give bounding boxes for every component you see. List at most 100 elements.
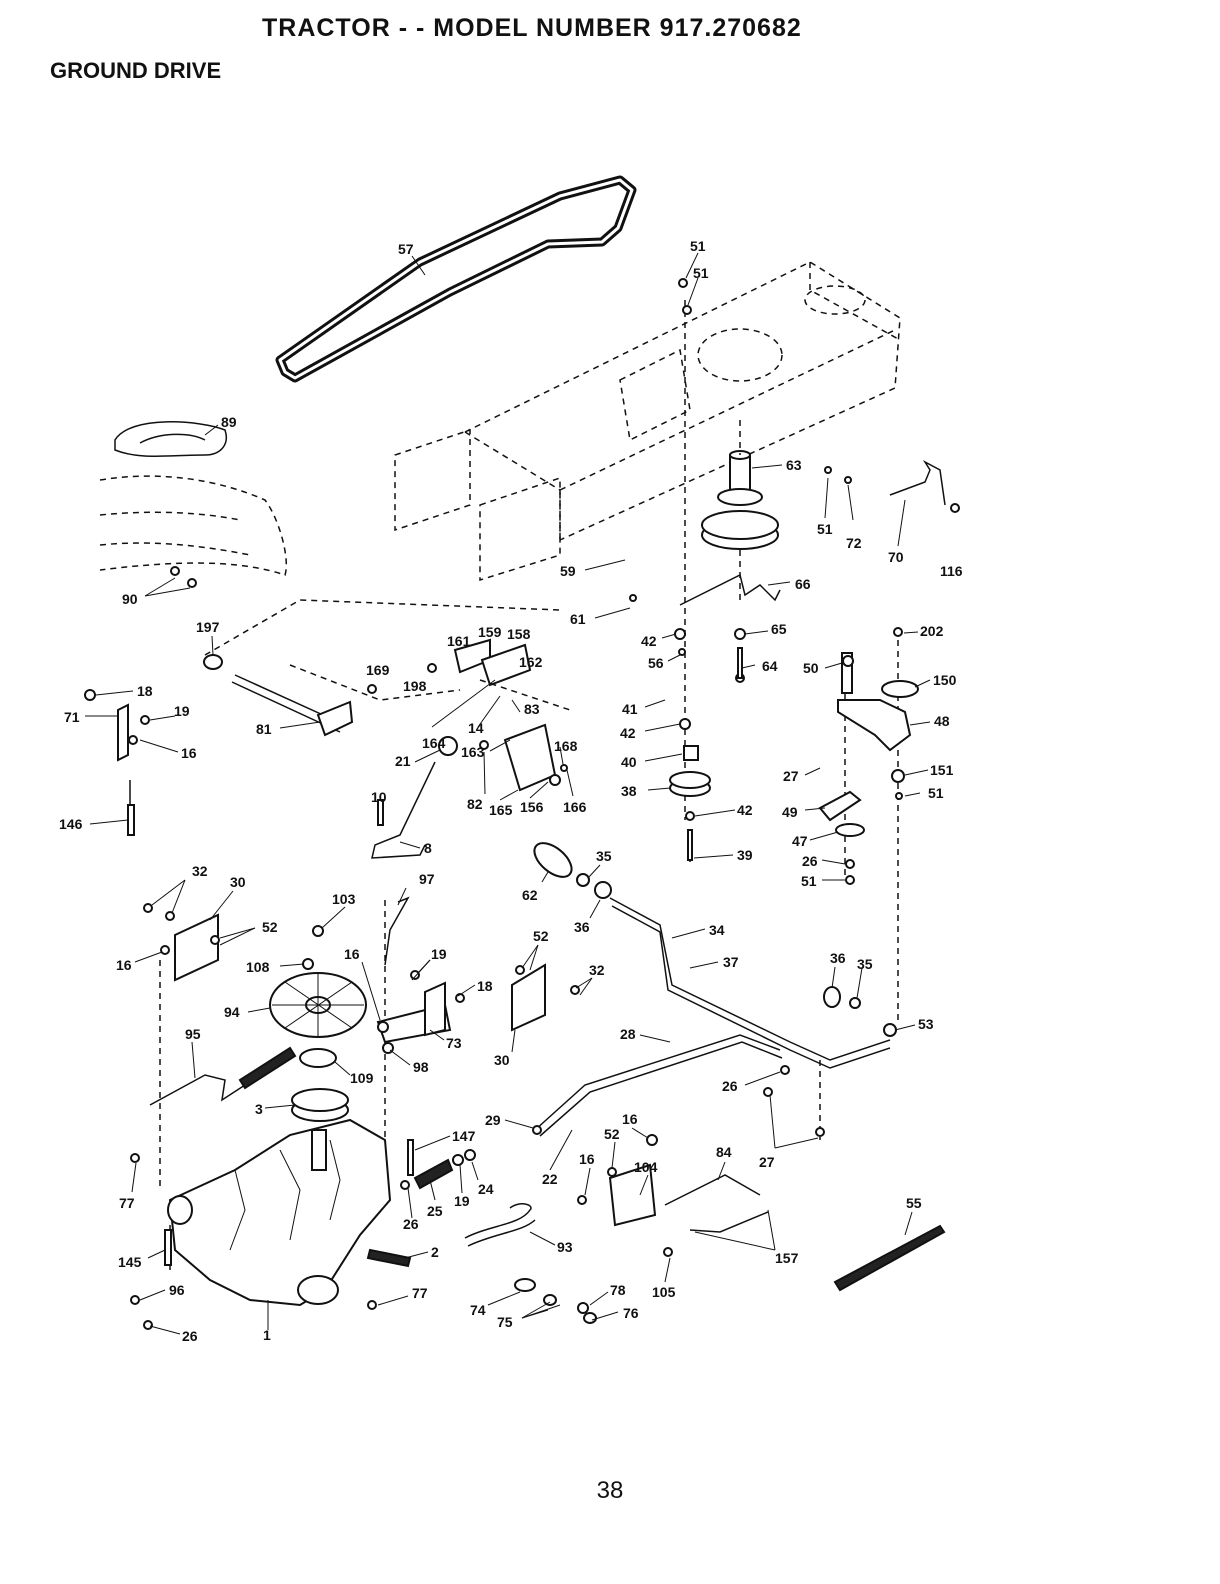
- callout-198: 198: [403, 678, 427, 694]
- callout-97: 97: [419, 871, 435, 887]
- callout-64: 64: [762, 658, 778, 674]
- spring-55: [833, 1224, 946, 1292]
- callout-78: 78: [610, 1282, 626, 1298]
- callout-82: 82: [467, 796, 483, 812]
- bracket-30-left: [174, 913, 219, 982]
- callout-56: 56: [648, 655, 664, 671]
- callout-93: 93: [557, 1239, 573, 1255]
- callout-19: 19: [174, 703, 190, 719]
- callout-52: 52: [262, 919, 278, 935]
- callout-3: 3: [255, 1101, 263, 1117]
- callout-32: 32: [589, 962, 605, 978]
- callout-35: 35: [857, 956, 873, 972]
- rod-28: [534, 1034, 783, 1137]
- callout-66: 66: [795, 576, 811, 592]
- callout-94: 94: [224, 1004, 240, 1020]
- callout-48: 48: [934, 713, 950, 729]
- lever-8: [371, 736, 458, 859]
- shaft-81: [203, 654, 354, 737]
- callout-18: 18: [137, 683, 153, 699]
- callout-51: 51: [817, 521, 833, 537]
- callout-52: 52: [604, 1126, 620, 1142]
- callout-26: 26: [722, 1078, 738, 1094]
- spring-2: [366, 1248, 412, 1268]
- callout-19: 19: [454, 1193, 470, 1209]
- callout-166: 166: [563, 799, 587, 815]
- callout-19: 19: [431, 946, 447, 962]
- callout-61: 61: [570, 611, 586, 627]
- bushing-62: [533, 842, 573, 878]
- callout-63: 63: [786, 457, 802, 473]
- section-title: GROUND DRIVE: [50, 58, 222, 83]
- callout-62: 62: [522, 887, 538, 903]
- callout-75: 75: [497, 1314, 513, 1330]
- spring-clip-70: [889, 460, 946, 506]
- callout-1: 1: [263, 1327, 271, 1343]
- callout-73: 73: [446, 1035, 462, 1051]
- bracket-assembly: [453, 638, 571, 792]
- callout-108: 108: [246, 959, 270, 975]
- callout-51: 51: [928, 785, 944, 801]
- callout-158: 158: [507, 626, 531, 642]
- callout-77: 77: [119, 1195, 135, 1211]
- callout-90: 90: [122, 591, 138, 607]
- callout-26: 26: [182, 1328, 198, 1344]
- callout-81: 81: [256, 721, 272, 737]
- callout-165: 165: [489, 802, 513, 818]
- pulley-63: [701, 420, 779, 600]
- callout-51: 51: [801, 873, 817, 889]
- callout-83: 83: [524, 701, 540, 717]
- callout-163: 163: [461, 744, 485, 760]
- callout-2: 2: [431, 1244, 439, 1260]
- idler-bracket-48: [818, 652, 919, 837]
- hub-109: [299, 1048, 337, 1068]
- page-number: 38: [596, 1477, 624, 1504]
- wire-bracket-66: [679, 573, 781, 606]
- fan-94: [269, 972, 367, 1038]
- callout-47: 47: [792, 833, 808, 849]
- callout-147: 147: [452, 1128, 476, 1144]
- callout-42: 42: [737, 802, 753, 818]
- callout-26: 26: [403, 1216, 419, 1232]
- callout-18: 18: [477, 978, 493, 994]
- rod-34: [609, 897, 891, 1069]
- callout-35: 35: [596, 848, 612, 864]
- leader-lines: [85, 252, 931, 1335]
- callout-16: 16: [622, 1111, 638, 1127]
- callout-51: 51: [693, 265, 709, 281]
- callout-36: 36: [574, 919, 590, 935]
- callout-105: 105: [652, 1284, 676, 1300]
- pulley-3: [291, 1088, 349, 1122]
- callout-30: 30: [230, 874, 246, 890]
- washer-75: [543, 1294, 557, 1306]
- callout-162: 162: [519, 654, 543, 670]
- callout-70: 70: [888, 549, 904, 565]
- callout-29: 29: [485, 1112, 501, 1128]
- callout-161: 161: [447, 633, 471, 649]
- drive-belt: [275, 175, 637, 383]
- bracket-104: [608, 1163, 657, 1227]
- callout-159: 159: [478, 624, 502, 640]
- callout-10: 10: [371, 789, 387, 805]
- callout-150: 150: [933, 672, 957, 688]
- callouts: 57 51 51 63 51 72 70 116 89 90 59 66 61 …: [59, 238, 963, 1344]
- callout-156: 156: [520, 799, 544, 815]
- callout-41: 41: [622, 701, 638, 717]
- callout-59: 59: [560, 563, 576, 579]
- callout-96: 96: [169, 1282, 185, 1298]
- callout-116: 116: [940, 563, 963, 579]
- callout-38: 38: [621, 783, 637, 799]
- callout-34: 34: [709, 922, 725, 938]
- callout-16: 16: [344, 946, 360, 962]
- callout-42: 42: [641, 633, 657, 649]
- callout-52: 52: [533, 928, 549, 944]
- fender-seat: [99, 421, 288, 576]
- callout-30: 30: [494, 1052, 510, 1068]
- callout-151: 151: [930, 762, 954, 778]
- callout-53: 53: [918, 1016, 934, 1032]
- callout-74: 74: [470, 1302, 486, 1318]
- callout-16: 16: [116, 957, 132, 973]
- washer-76: [583, 1312, 597, 1324]
- callout-89: 89: [221, 414, 237, 430]
